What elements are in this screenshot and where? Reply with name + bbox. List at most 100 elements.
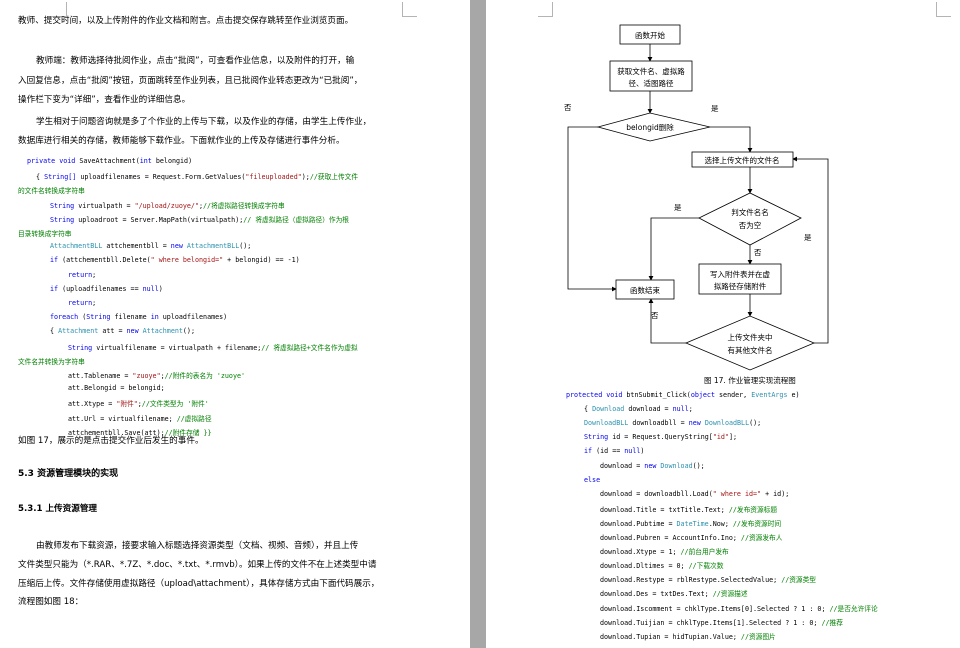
flow-node-get-filename: 获取文件名、虚拟路 径、适图路径 [609, 60, 693, 92]
code-line: download.Title = txtTitle.Text; //发布资源标题 [600, 504, 777, 514]
code-token: String[] [44, 173, 81, 182]
flow-node-end: 函数结束 [615, 279, 675, 300]
code-token: download.Xtype = 1; [600, 548, 681, 557]
code-token: new [170, 242, 187, 251]
code-token: new [126, 327, 143, 336]
page-corner-mark [402, 2, 417, 17]
code-line: { String[] uploadfilenames = Request.For… [36, 171, 358, 181]
code-token: //资源图片 [740, 632, 776, 641]
code-token: SaveAttachment( [79, 157, 140, 165]
code-token: //将虚拟路径转换成字符串 [203, 201, 285, 210]
code-token: (); [692, 461, 705, 470]
code-token: ; [92, 270, 97, 279]
code-token: { [50, 327, 59, 336]
code-token: download.Pubtime = [600, 519, 677, 528]
code-line: download.Des = txtDes.Text; //资源描述 [600, 588, 748, 598]
code-line: String virtualfilename = virtualpath + f… [68, 342, 358, 352]
code-token: 的文件名转换成字符串 [18, 187, 85, 196]
code-token: download.Iscomment = chklType.Items[0].S… [600, 604, 830, 613]
code-token: protected void [566, 391, 627, 399]
code-token: //资源发布人 [740, 534, 783, 542]
code-token: ); [301, 173, 310, 182]
code-line: download.Dltimes = 0; //下载次数 [600, 560, 723, 570]
code-token: btnSubmit_Click( [626, 391, 691, 399]
code-token: Attachment [58, 327, 103, 336]
code-token: virtualfilename = virtualpath + filename… [96, 343, 262, 352]
svg-text:径、适图路径: 径、适图路径 [629, 78, 674, 88]
flow-label-yes: 是 [711, 104, 719, 113]
code-line: 文件名并转换为字符串 [18, 356, 85, 366]
code-token: Attachment [142, 327, 183, 336]
code-token: "附件" [116, 400, 138, 409]
code-token: null [624, 447, 641, 456]
code-token: ; [198, 201, 204, 210]
code-token: //文件类型为 '附件' [141, 400, 209, 409]
flow-label-no: 否 [754, 248, 762, 257]
code-token: //发布资源标题 [728, 505, 778, 514]
code-line: download.Xtype = 1; //前台用户发布 [600, 546, 729, 556]
code-token: Download [592, 405, 629, 414]
svg-text:belongid删除: belongid删除 [626, 122, 674, 132]
code-token: ) [640, 447, 645, 456]
code-token: (attchementbll.Delete( [62, 256, 151, 265]
svg-text:有其他文件名: 有其他文件名 [728, 345, 773, 355]
flow-label-no: 否 [564, 103, 572, 112]
code-line: attchementbll.Save(att);//附件存储 }} [68, 427, 212, 437]
code-token: e) [791, 391, 800, 399]
code-token: else [584, 475, 601, 484]
paragraph-line: 学生相对于问题咨询就是多了个作业的上传与下载，以及作业的存储，由学生上传作业， [36, 117, 372, 127]
code-token: // 将虚拟路径+文件名作为虚拟 [261, 343, 358, 352]
code-token: EventArgs [751, 391, 792, 399]
code-token: private void [27, 157, 80, 165]
code-line: att.Tablename = "zuoye";//附件的表名为 'zuoye' [68, 370, 245, 380]
document-page-right: 函数开始 获取文件名、虚拟路 径、适图路径 belongid删除 否 是 选择上… [486, 0, 960, 648]
flow-decision-delete: belongid删除 [596, 112, 711, 142]
svg-text:函数开始: 函数开始 [635, 30, 665, 40]
code-token: in [150, 313, 163, 322]
code-token: virtualpath = [78, 201, 135, 210]
code-token: //虚拟路径 [176, 414, 212, 423]
code-token: //资源描述 [712, 590, 748, 599]
code-token: download.Tupian = hidTupian.Value; [600, 632, 741, 641]
code-token: att.Xtype = [68, 400, 117, 409]
code-line: download.Pubtime = DateTime.Now; //发布资源时… [600, 518, 781, 528]
flow-decision-has-more: 上传文件夹中 有其他文件名 [684, 315, 816, 371]
code-line: { Attachment att = new Attachment(); [50, 327, 195, 335]
code-token: DateTime [676, 519, 709, 528]
code-token: Download [660, 461, 693, 470]
code-token: new [688, 419, 705, 428]
code-token: (); [239, 242, 252, 251]
code-token: attchementbll.Save(att); [68, 428, 165, 437]
code-token: int [139, 157, 156, 165]
code-token: download = downloadbll.Load( [600, 489, 713, 498]
code-token: DownloadBLL [704, 419, 750, 428]
code-token: + id); [761, 489, 790, 498]
flow-label-yes: 是 [674, 203, 682, 212]
code-token: null [142, 284, 159, 293]
code-token: + belongid) == -1) [223, 256, 300, 265]
code-token: null [672, 405, 689, 414]
code-token: .Now; [708, 519, 733, 528]
code-line: { Download download = null; [584, 405, 693, 413]
code-line: download.Restype = rblRestype.SelectedVa… [600, 574, 816, 584]
code-token: ; [137, 400, 142, 409]
code-token: String [584, 433, 613, 442]
code-token: att.Belongid = belongid; [68, 384, 165, 393]
paragraph-line: 文件类型只能为（*.RAR、*.7Z、*.doc、*.txt、*.rmvb）。如… [18, 560, 377, 570]
code-token: filename [114, 313, 151, 322]
code-token: return [68, 270, 93, 279]
svg-text:选择上传文件的文件名: 选择上传文件的文件名 [705, 155, 780, 165]
code-token: //发布资源时间 [732, 519, 782, 528]
code-token: 目录转换成字符串 [18, 230, 72, 238]
code-token: "fileuploaded" [245, 173, 302, 182]
code-line: else [584, 476, 600, 484]
code-token: foreach [50, 313, 83, 322]
page-corner-mark [936, 2, 951, 17]
paragraph-line: 操作栏下变为“详细”，查看作业的详细信息。 [18, 95, 191, 105]
code-token: DownloadBLL [584, 419, 633, 428]
code-line: DownloadBLL downloadbll = new DownloadBL… [584, 419, 761, 427]
code-token: //附件存储 }} [164, 428, 212, 437]
paragraph-line: 如图 17，展示的是点击提交作业后发生的事件。 [18, 436, 204, 446]
code-token: String [68, 343, 97, 352]
svg-text:拟路径存储附件: 拟路径存储附件 [714, 281, 767, 291]
